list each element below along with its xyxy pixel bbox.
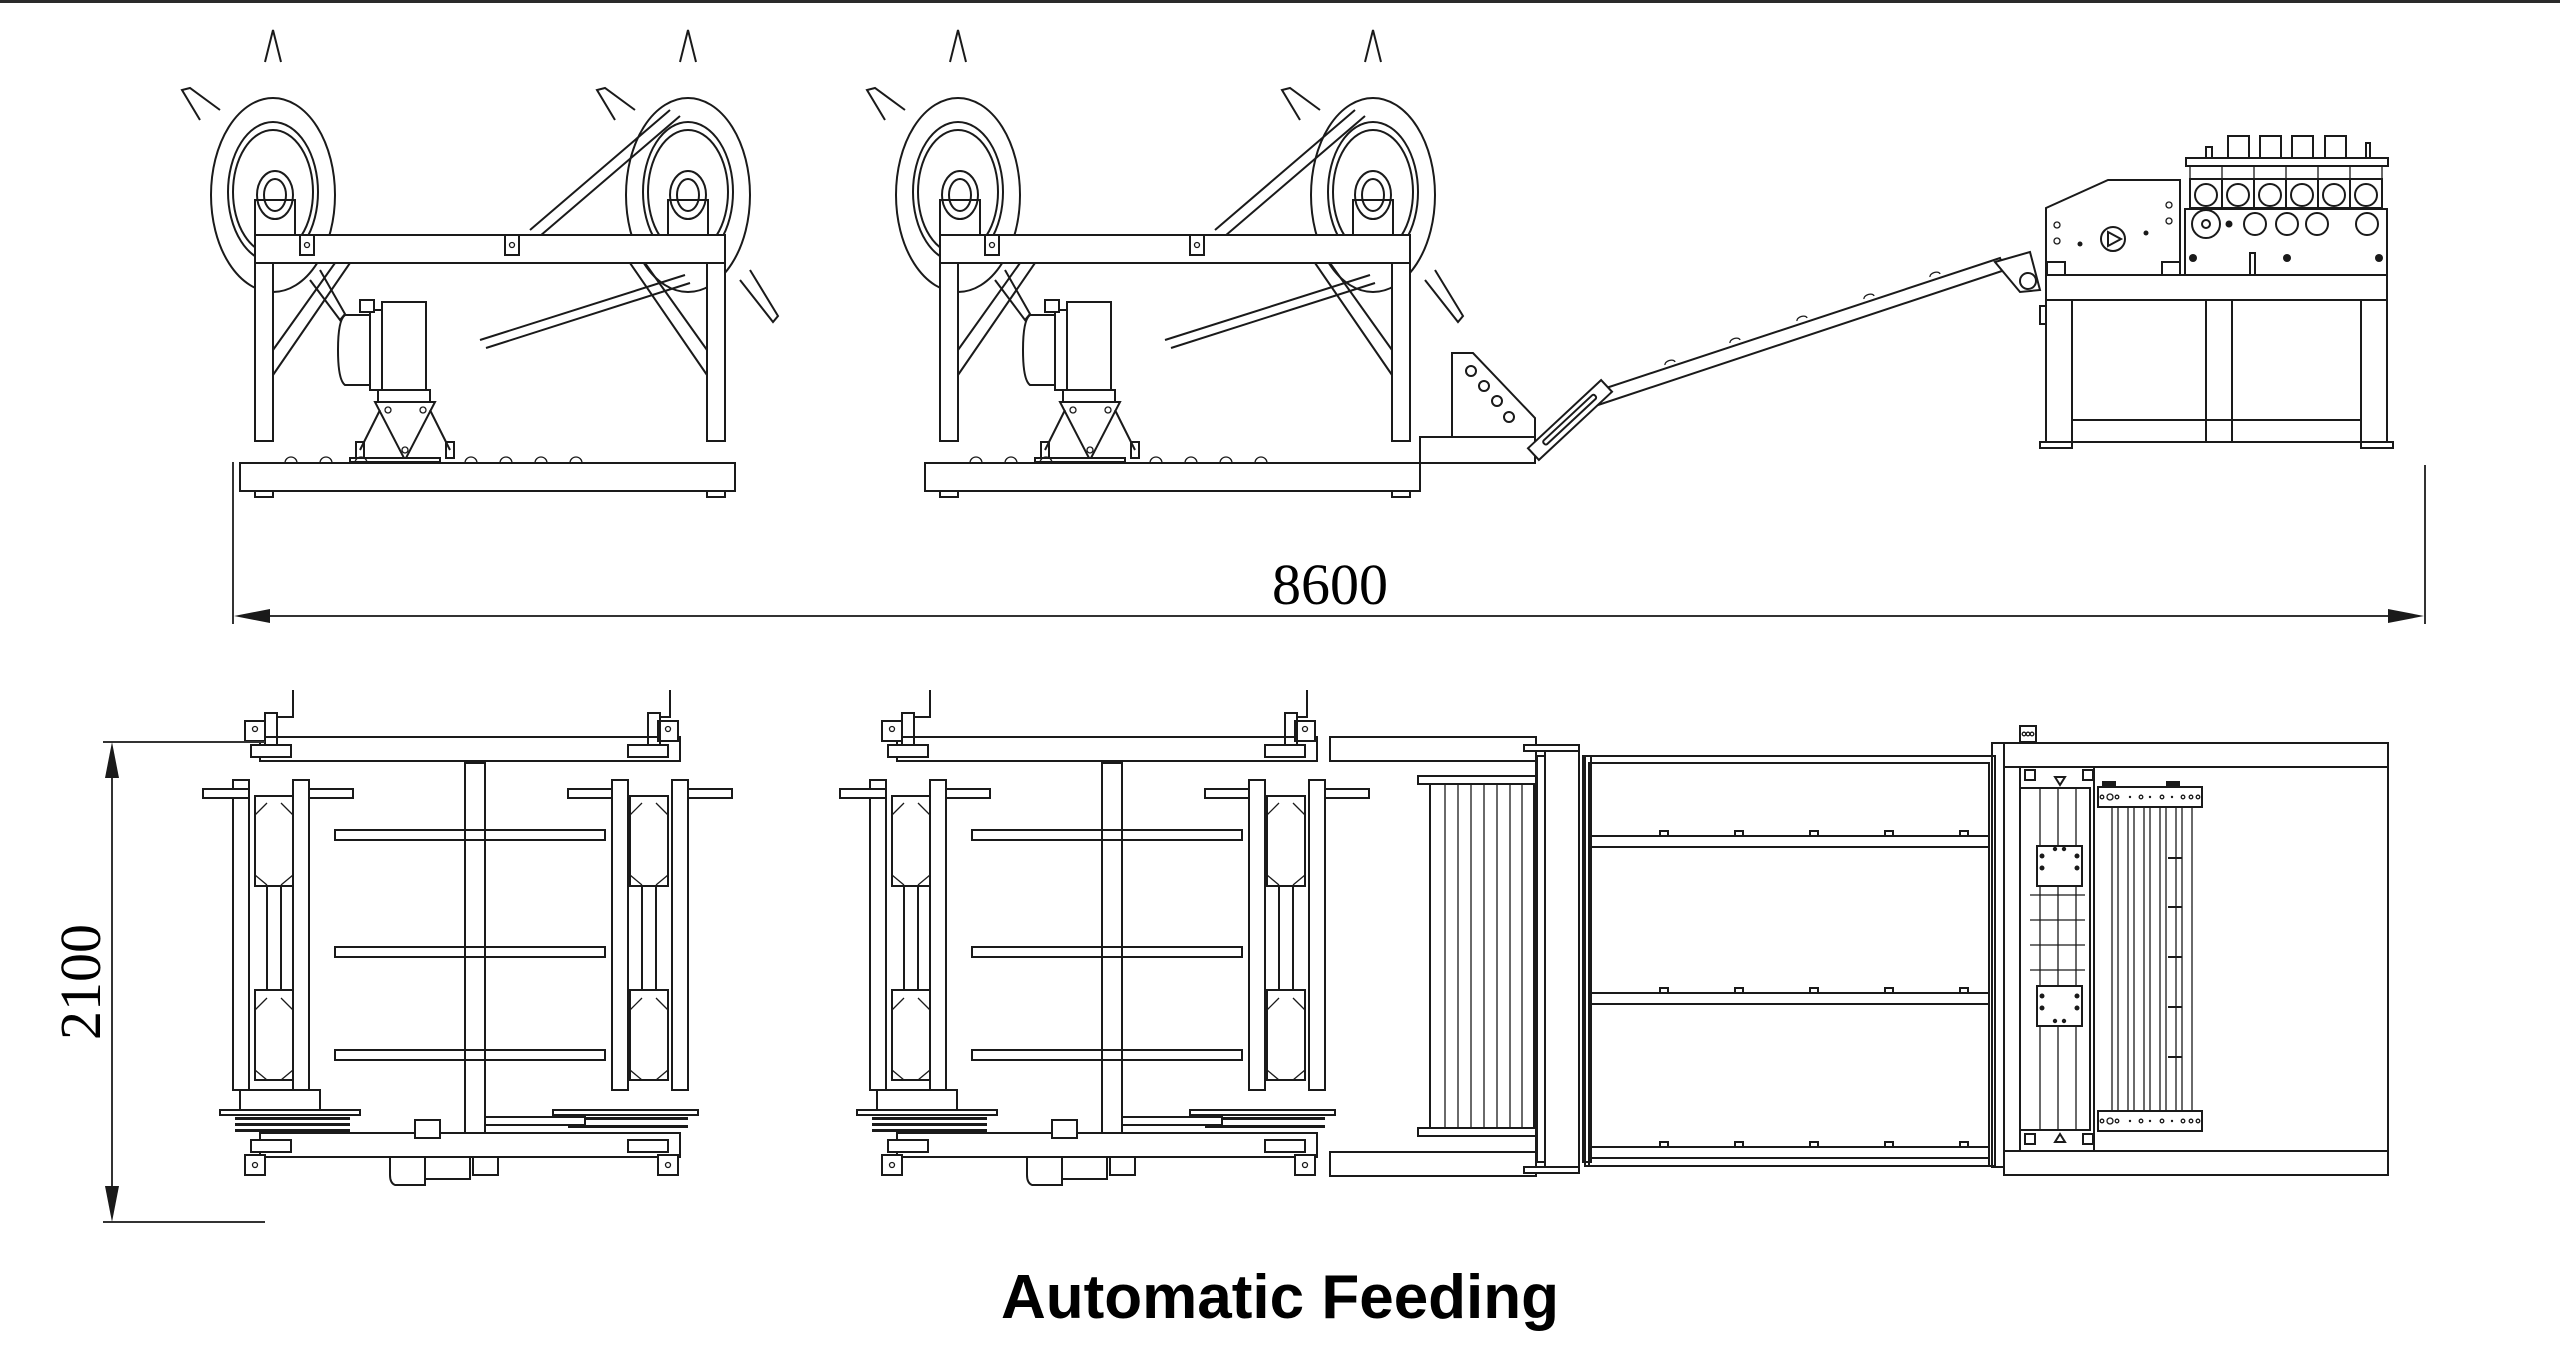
length-dimension-label: 8600 [1272, 552, 1388, 617]
plan-leveler [1991, 725, 2389, 1176]
decoiler-side-1 [181, 29, 779, 498]
length-dimension: 8600 [232, 462, 2426, 624]
leveler-bottom-rollers [2189, 209, 2383, 276]
leveler-side [2039, 135, 2394, 449]
drawing-title: Automatic Feeding [1000, 1263, 1560, 1332]
plan-leveler-bolts [2099, 793, 2201, 1125]
side-elevation-view [181, 29, 2394, 498]
top-border [0, 0, 2560, 3]
decoiler-plan-1 [202, 689, 733, 1186]
decoiler-side-2 [866, 29, 1464, 498]
width-dimension: 2100 [48, 741, 265, 1223]
width-dimension-label: 2100 [48, 924, 113, 1040]
inclined-feed-table [1526, 250, 2042, 462]
plan-roller-table [1329, 736, 1537, 1177]
leveler-top-rollers [2189, 166, 2383, 209]
plan-feeding-frame [1523, 744, 1996, 1174]
guide-bracket [1419, 352, 1536, 464]
decoiler-plan-2 [839, 689, 1370, 1186]
plan-view [202, 689, 2389, 1186]
